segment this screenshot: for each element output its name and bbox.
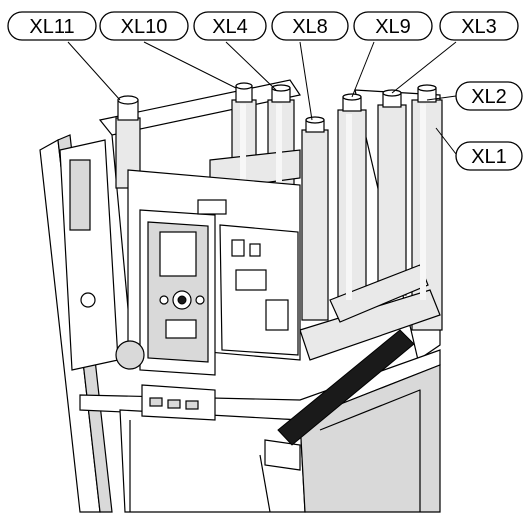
- leader-xl10: [143, 41, 237, 89]
- callout-xl11: XL11: [7, 11, 97, 41]
- callout-xl1: XL1: [455, 141, 523, 171]
- control-module: [59, 139, 301, 421]
- callout-label-xl1: XL1: [471, 146, 507, 168]
- leader-xl11: [67, 41, 121, 101]
- leader-xl4: [225, 41, 277, 91]
- callout-xl8: XL8: [271, 11, 349, 41]
- callout-label-xl3: XL3: [461, 16, 497, 38]
- callout-label-xl2: XL2: [471, 86, 507, 108]
- leader-xl2: [426, 95, 457, 101]
- callout-leaders: [67, 41, 457, 155]
- callout-xl4: XL4: [193, 11, 267, 41]
- callout-label-xl8: XL8: [292, 16, 328, 38]
- leader-xl1: [435, 127, 457, 155]
- callout-xl3: XL3: [439, 11, 519, 41]
- callout-xl10: XL10: [99, 11, 189, 41]
- callout-label-xl10: XL10: [121, 16, 168, 38]
- callout-label-xl9: XL9: [375, 16, 411, 38]
- callout-xl2: XL2: [455, 81, 523, 111]
- callout-label-xl4: XL4: [212, 16, 248, 38]
- leader-xl8: [299, 41, 313, 121]
- callout-xl9: XL9: [353, 11, 433, 41]
- callout-label-xl11: XL11: [29, 16, 74, 38]
- leader-xl3: [391, 41, 457, 94]
- leader-xl9: [351, 41, 375, 98]
